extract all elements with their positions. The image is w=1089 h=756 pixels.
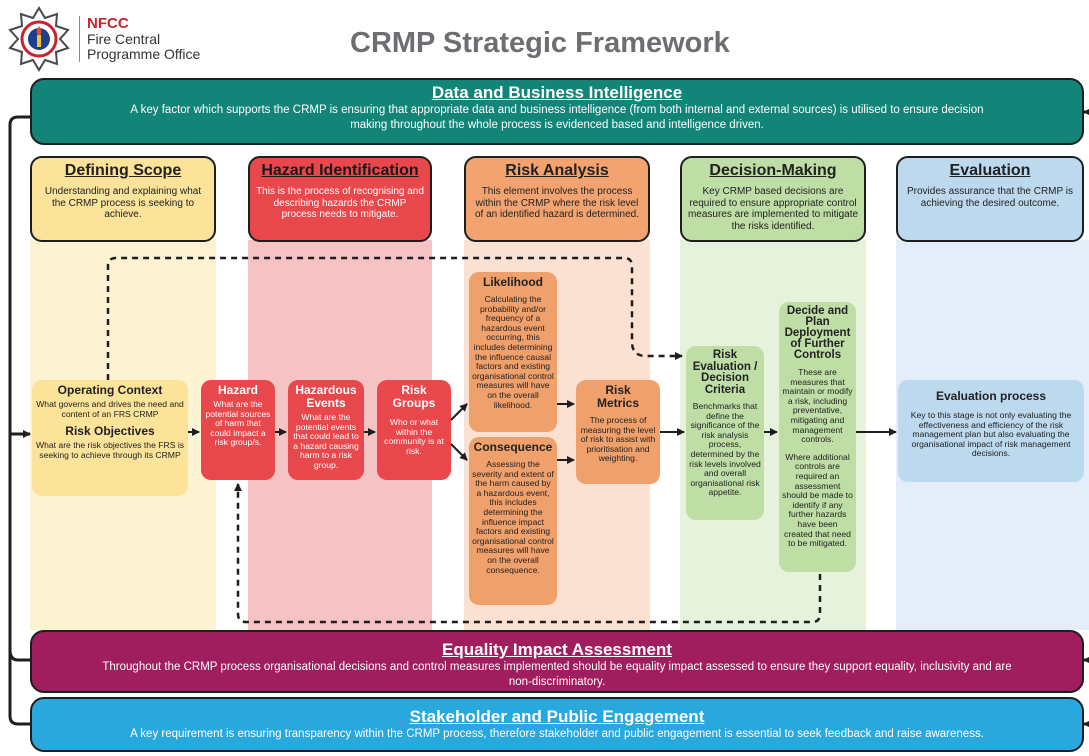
decide-plan-text1: These are measures that maintain or modi… (782, 367, 853, 445)
stage-text: This element involves the process within… (475, 186, 639, 220)
stage-decision-making: Decision-Making Key CRMP based decisions… (680, 156, 866, 242)
decide-plan-box: Decide and Plan Deployment of Further Co… (779, 302, 856, 572)
decide-plan-title: Decide and Plan Deployment of Further Co… (784, 305, 851, 361)
stage-text: This is the process of recognising and d… (256, 186, 424, 220)
stage-title: Decision-Making (709, 162, 837, 179)
consequence-text: Assessing the severity and extent of the… (472, 459, 554, 575)
evaluation-process-box: Evaluation process Key to this stage is … (898, 380, 1084, 482)
equality-impact-text: Throughout the CRMP process organisation… (102, 661, 1012, 688)
operating-context-title: Operating Context (57, 383, 163, 397)
likelihood-box: Likelihood Calculating the probability a… (469, 272, 557, 432)
likelihood-text: Calculating the probability and/or frequ… (472, 294, 554, 410)
equality-impact-band: Equality Impact Assessment Throughout th… (30, 630, 1084, 693)
stage-hazard-identification: Hazard Identification This is the proces… (248, 156, 432, 242)
stage-title: Risk Analysis (505, 162, 609, 179)
data-bi-title: Data and Business Intelligence (431, 83, 683, 102)
risk-metrics-title: Risk Metrics (596, 383, 640, 410)
stage-text: Provides assurance that the CRMP is achi… (906, 186, 1073, 209)
stakeholder-title: Stakeholder and Public Engagement (409, 707, 705, 726)
decide-plan-text2: Where additional controls are required a… (782, 451, 853, 549)
stage-text: Key CRMP based decisions are required to… (687, 186, 859, 232)
risk-evaluation-text: Benchmarks that define the significance … (689, 401, 761, 498)
risk-groups-title: Risk Groups (392, 383, 436, 410)
stage-title: Hazard Identification (261, 162, 419, 179)
risk-evaluation-title: Risk Evaluation / Decision Criteria (692, 349, 758, 396)
operating-context-text: What governs and drives the need and con… (36, 399, 184, 419)
hazardous-events-box: Hazardous Events What are the potential … (288, 380, 364, 480)
stage-text: Understanding and explaining what the CR… (44, 186, 202, 220)
risk-objectives-title: Risk Objectives (65, 424, 155, 439)
left-feedback-line (8, 649, 30, 662)
left-feedback-line (8, 115, 30, 726)
data-bi-band: Data and Business Intelligence A key fac… (30, 78, 1084, 145)
hazardous-events-text: What are the potential events that could… (293, 412, 359, 470)
data-bi-text: A key factor which supports the CRMP is … (130, 104, 984, 131)
stage-defining-scope: Defining Scope Understanding and explain… (30, 156, 216, 242)
stage-title: Evaluation (949, 162, 1031, 179)
dashed-loop-bottom (234, 483, 822, 624)
stakeholder-text: A key requirement is ensuring transparen… (130, 728, 984, 740)
stage-title: Defining Scope (64, 162, 182, 179)
org-name-line2: Programme Office (87, 46, 201, 62)
consequence-title: Consequence (473, 440, 553, 454)
org-name-line1: Fire Central (87, 31, 161, 47)
stage-risk-analysis: Risk Analysis This element involves the … (464, 156, 650, 242)
nfcc-logo (4, 6, 74, 72)
stakeholder-band: Stakeholder and Public Engagement A key … (30, 697, 1084, 752)
flow-arrow (450, 403, 468, 421)
risk-evaluation-box: Risk Evaluation / Decision Criteria Benc… (686, 346, 764, 520)
hazard-text: What are the potential sources of harm t… (205, 399, 271, 448)
consequence-box: Consequence Assessing the severity and e… (469, 437, 557, 605)
risk-groups-text: Who or what within the community is at r… (384, 417, 444, 456)
likelihood-title: Likelihood (483, 275, 543, 289)
evaluation-process-title: Evaluation process (935, 389, 1047, 403)
hazard-title: Hazard (217, 383, 258, 397)
evaluation-process-text: Key to this stage is not only evaluating… (910, 410, 1072, 459)
hazard-box: Hazard What are the potential sources of… (201, 380, 275, 480)
risk-metrics-text: The process of measuring the level of ri… (580, 415, 656, 464)
hazardous-events-title: Hazardous Events (295, 383, 357, 410)
dashed-loop-top (106, 256, 683, 380)
risk-groups-box: Risk Groups Who or what within the commu… (377, 380, 451, 480)
risk-metrics-box: Risk Metrics The process of measuring th… (576, 380, 660, 484)
operating-context-box: Operating Context What governs and drive… (32, 380, 188, 496)
flow-arrow (450, 443, 468, 461)
equality-impact-title: Equality Impact Assessment (442, 640, 672, 659)
org-abbreviation: NFCC (87, 15, 129, 32)
logo-divider (79, 16, 80, 62)
page-title: CRMP Strategic Framework (350, 27, 730, 59)
risk-objectives-text: What are the risk objectives the FRS is … (35, 440, 185, 460)
stage-evaluation: Evaluation Provides assurance that the C… (896, 156, 1084, 242)
